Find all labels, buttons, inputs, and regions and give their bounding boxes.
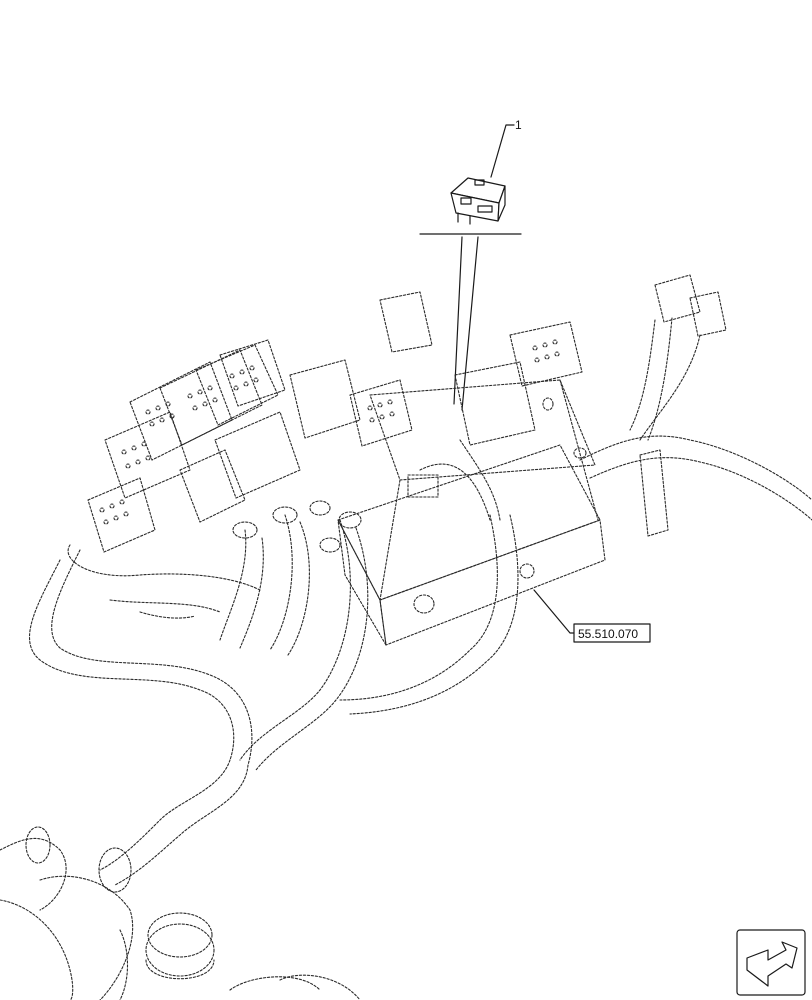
multi-pin-connectors-left	[87, 339, 286, 553]
ref-callout-leader	[533, 589, 575, 634]
wire-harness	[29, 317, 812, 886]
mounting-box	[337, 379, 606, 646]
ref-callout-label: 55.510.070	[578, 627, 638, 641]
next-page-arrow-icon[interactable]	[736, 929, 806, 996]
callout-1-leader	[490, 124, 515, 178]
right-connectors	[639, 274, 727, 537]
callout-1-label: 1	[515, 118, 522, 132]
explode-indicator	[419, 233, 522, 411]
center-connectors	[179, 291, 583, 553]
ref-callout-box	[573, 623, 651, 643]
lower-left-components	[0, 826, 361, 1000]
relay-part	[450, 177, 506, 225]
